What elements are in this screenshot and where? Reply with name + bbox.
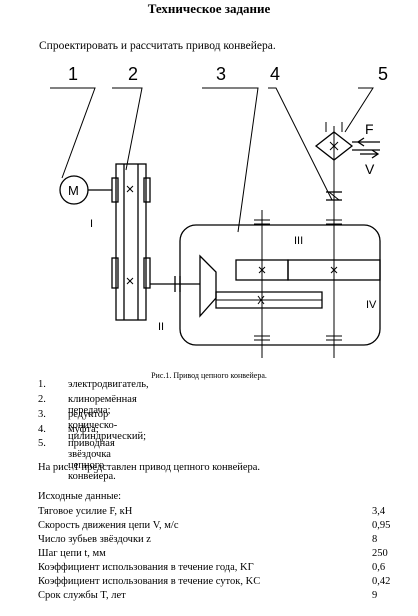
parameter-label: Шаг цепи t, мм <box>38 548 106 559</box>
cylindrical-gear-pair <box>235 259 381 281</box>
parameter-label: Срок службы T, лет <box>38 590 126 601</box>
drive-sprocket <box>314 122 380 161</box>
coupling <box>326 191 342 201</box>
parameter-value: 0,95 <box>372 520 391 531</box>
motor-label: M <box>68 183 79 198</box>
shaft-label-i: I <box>90 218 93 230</box>
legend-text: клиноремённая передача; <box>68 394 137 416</box>
parameter-value: 3,4 <box>372 506 386 517</box>
parameter-value: 0,6 <box>372 562 386 573</box>
electric-motor: M <box>59 175 119 205</box>
shafts <box>254 126 342 358</box>
legend-number: 1. <box>38 379 46 390</box>
figure-caption: Рис.1. Привод цепного конвейера. <box>151 371 267 380</box>
shaft-label-iii: III <box>294 235 303 247</box>
shaft-label-ii: II <box>158 321 164 333</box>
reducer-housing <box>179 224 381 346</box>
v-belt-drive <box>111 163 151 321</box>
legend-number: 4. <box>38 424 46 435</box>
page-title: Техническое задание <box>147 1 271 16</box>
parameter-value: 0,42 <box>372 576 391 587</box>
legend-text: муфта; <box>68 424 99 435</box>
parameter-value: 8 <box>372 534 378 545</box>
legend-number: 2. <box>38 394 46 405</box>
callout-5: 5 <box>378 64 388 84</box>
parameter-label: Скорость движения цепи V, м/с <box>38 520 179 531</box>
shaft-label-iv: IV <box>366 299 377 311</box>
velocity-label: V <box>365 161 375 177</box>
callout-2: 2 <box>128 64 138 84</box>
parameter-value: 250 <box>372 548 388 559</box>
parameters-heading: Исходные данные: <box>38 491 122 502</box>
legend-number: 3. <box>38 409 46 420</box>
legend-number: 5. <box>38 438 46 449</box>
parameter-label: Число зубьев звёздочки z <box>38 534 151 545</box>
parameter-label: Коэффициент использования в течение года… <box>38 562 254 573</box>
bevel-gear-pair <box>199 254 323 318</box>
legend-text: приводная звёздочка цепного конвейера. <box>68 438 116 482</box>
callout-4: 4 <box>270 64 280 84</box>
callout-3: 3 <box>216 64 226 84</box>
parameter-value: 9 <box>372 590 378 601</box>
callout-1: 1 <box>68 64 78 84</box>
intro-text: Спроектировать и рассчитать привод конве… <box>39 40 276 52</box>
callout-lines <box>50 87 374 233</box>
parameter-label: Тяговое усилие F, кН <box>38 506 133 517</box>
input-shaft <box>150 276 200 292</box>
drive-scheme-diagram: 1 2 3 4 5 M <box>50 64 388 358</box>
force-label: F <box>365 121 374 137</box>
parameter-label: Коэффициент использования в течение суто… <box>38 576 261 587</box>
legend-text: электродвигатель, <box>68 379 149 390</box>
reference-text: На рис. 1 представлен привод цепного кон… <box>38 462 261 473</box>
legend-text: редуктор коническо-цилиндрический; <box>68 409 147 442</box>
